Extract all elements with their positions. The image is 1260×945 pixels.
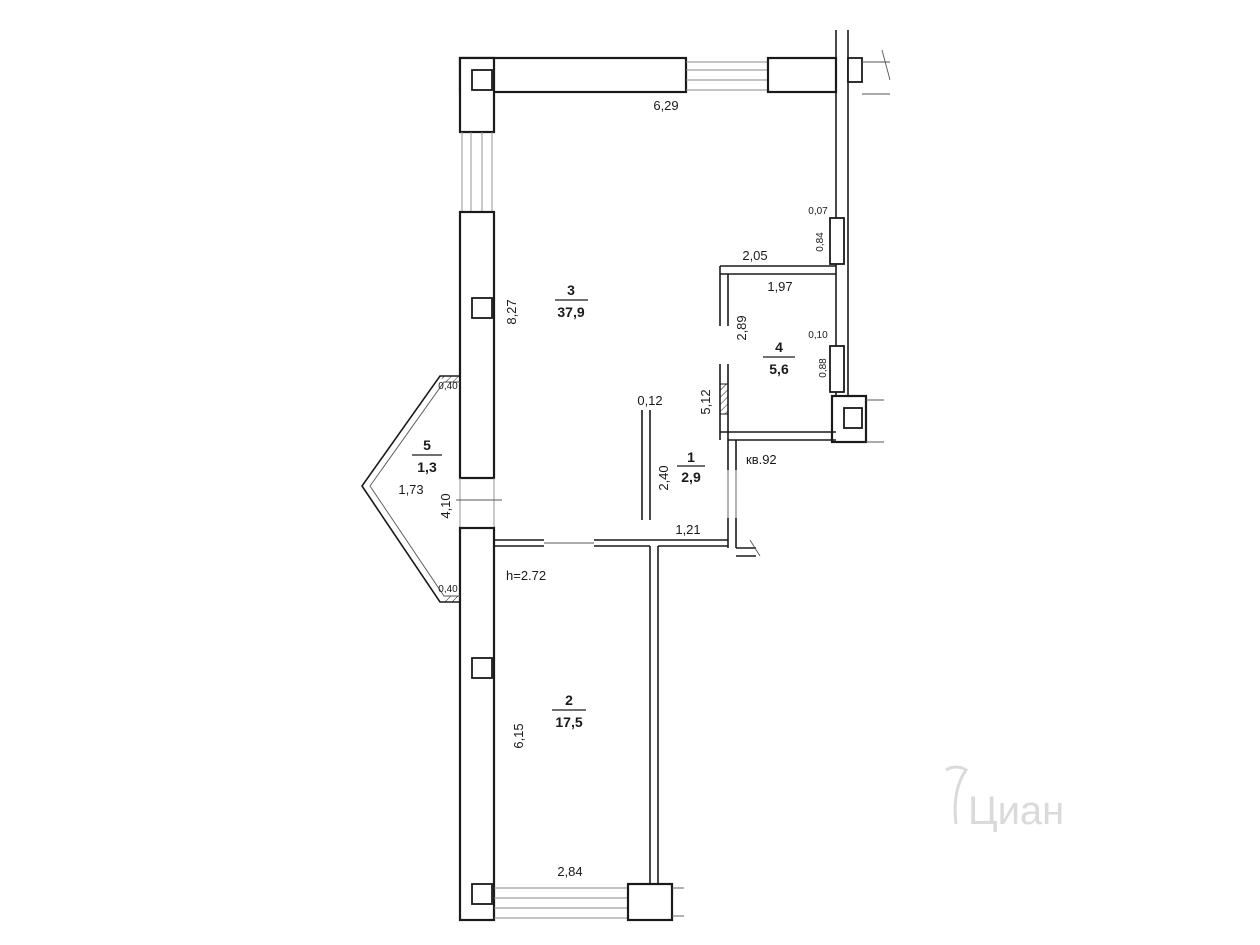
dim-right-a: 0,07 bbox=[808, 206, 828, 217]
room-5-number: 5 bbox=[423, 437, 431, 453]
dim-bedroom-length: 6,15 bbox=[511, 723, 526, 748]
room-1-area: 2,9 bbox=[681, 469, 701, 485]
left-wall-middle bbox=[458, 210, 496, 480]
column-left-1 bbox=[471, 297, 493, 319]
ceiling-height: h=2.72 bbox=[506, 568, 546, 583]
dim-corridor-length: 5,12 bbox=[698, 389, 713, 414]
bedroom-right-wall bbox=[649, 546, 659, 884]
dim-window-gap: 4,10 bbox=[438, 493, 453, 518]
apartment-number: кв.92 bbox=[746, 452, 777, 467]
balcony-door bbox=[456, 478, 502, 528]
balcony-outline bbox=[361, 375, 460, 603]
dim-right-d: 0,88 bbox=[818, 358, 829, 378]
left-wall-upper bbox=[458, 56, 496, 134]
room-2-area: 17,5 bbox=[555, 714, 582, 730]
room-4-area: 5,6 bbox=[769, 361, 789, 377]
room-label-4: 4 5,6 bbox=[763, 339, 795, 377]
dim-right-c: 0,10 bbox=[808, 330, 828, 341]
room-label-3: 3 37,9 bbox=[555, 282, 588, 320]
room-label-5: 5 1,3 bbox=[412, 437, 442, 475]
right-exterior-wall bbox=[829, 30, 891, 400]
room-label-1: 1 2,9 bbox=[677, 449, 705, 485]
right-corner-block bbox=[830, 394, 884, 444]
column-left-2 bbox=[471, 657, 493, 679]
room-1-number: 1 bbox=[687, 449, 695, 465]
dim-bath-inner-width: 1,97 bbox=[767, 279, 792, 294]
room-label-2: 2 17,5 bbox=[552, 692, 586, 730]
bottom-wall bbox=[494, 882, 684, 922]
partition-horizontal bbox=[494, 539, 728, 547]
left-window-upper bbox=[461, 132, 493, 212]
column-bottom-left bbox=[471, 883, 493, 905]
dim-bath-height: 2,89 bbox=[734, 315, 749, 340]
column-top-left bbox=[471, 69, 493, 91]
bathroom-walls bbox=[719, 265, 836, 441]
room-3-area: 37,9 bbox=[557, 304, 584, 320]
dim-balcony-width: 1,73 bbox=[398, 482, 423, 497]
hall-walls bbox=[641, 410, 761, 557]
dim-bath-outer-width: 2,05 bbox=[742, 248, 767, 263]
cian-logo-icon bbox=[945, 765, 969, 825]
top-wall-right bbox=[766, 56, 838, 94]
dim-balcony-side-bottom: 0,40 bbox=[438, 584, 458, 595]
top-window bbox=[686, 61, 768, 91]
dim-left-height: 8,27 bbox=[504, 299, 519, 324]
watermark: Циан bbox=[945, 765, 1064, 833]
dim-hall-depth: 2,40 bbox=[656, 465, 671, 490]
dim-balcony-side-top: 0,40 bbox=[438, 381, 458, 392]
room-5-area: 1,3 bbox=[417, 459, 437, 475]
room-2-number: 2 bbox=[565, 692, 573, 708]
watermark-text: Циан bbox=[968, 789, 1064, 833]
dim-bottom-width: 2,84 bbox=[557, 864, 582, 879]
dim-partition-thickness: 0,12 bbox=[637, 393, 662, 408]
dim-top-width: 6,29 bbox=[653, 98, 678, 113]
room-4-number: 4 bbox=[775, 339, 783, 355]
dim-right-b: 0,84 bbox=[815, 232, 826, 252]
left-wall-lower bbox=[458, 526, 496, 922]
room-3-number: 3 bbox=[567, 282, 575, 298]
dim-hall-width: 1,21 bbox=[675, 522, 700, 537]
